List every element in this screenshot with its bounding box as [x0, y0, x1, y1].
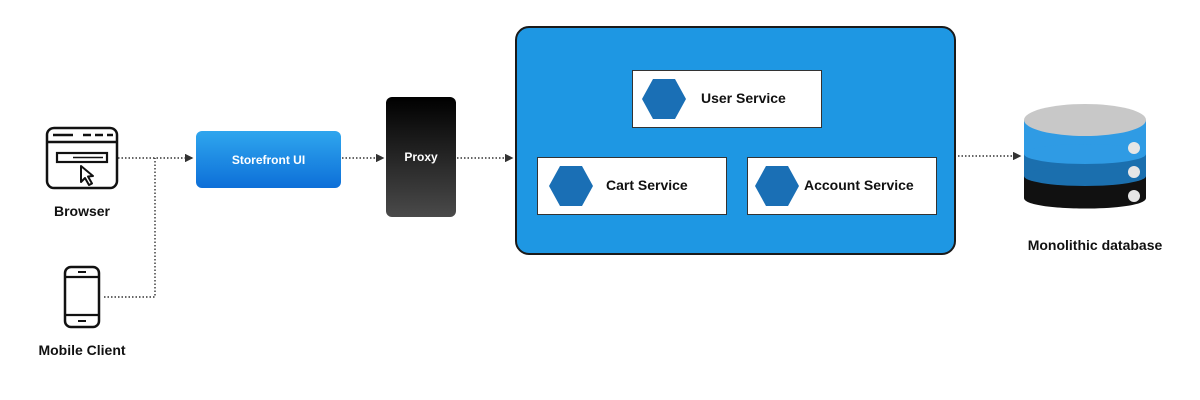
browser-node — [45, 126, 119, 190]
hexagon-icon — [642, 79, 686, 119]
account-service-box: Account Service — [747, 157, 937, 215]
cart-service-box: Cart Service — [537, 157, 727, 215]
storefront-ui-label: Storefront UI — [231, 152, 306, 167]
proxy-box: Proxy — [386, 97, 456, 217]
browser-label: Browser — [53, 203, 111, 219]
database-label: Monolithic database — [1027, 237, 1163, 253]
mobile-node — [62, 265, 102, 329]
browser-window-icon — [45, 126, 119, 190]
database-icon — [1024, 104, 1146, 209]
hexagon-icon — [549, 166, 593, 206]
mobile-label: Mobile Client — [38, 342, 126, 358]
storefront-ui-box: Storefront UI — [196, 131, 341, 188]
monolith-container: User Service Cart Service Account Servic… — [515, 26, 956, 255]
user-service-box: User Service — [632, 70, 822, 128]
mobile-phone-icon — [63, 265, 101, 329]
hexagon-icon — [755, 166, 799, 206]
account-service-label: Account Service — [804, 177, 914, 193]
user-service-label: User Service — [701, 90, 786, 106]
connector-mobile-join — [104, 158, 156, 298]
database-node — [1018, 100, 1152, 222]
proxy-label: Proxy — [404, 150, 438, 164]
cart-service-label: Cart Service — [606, 177, 688, 193]
